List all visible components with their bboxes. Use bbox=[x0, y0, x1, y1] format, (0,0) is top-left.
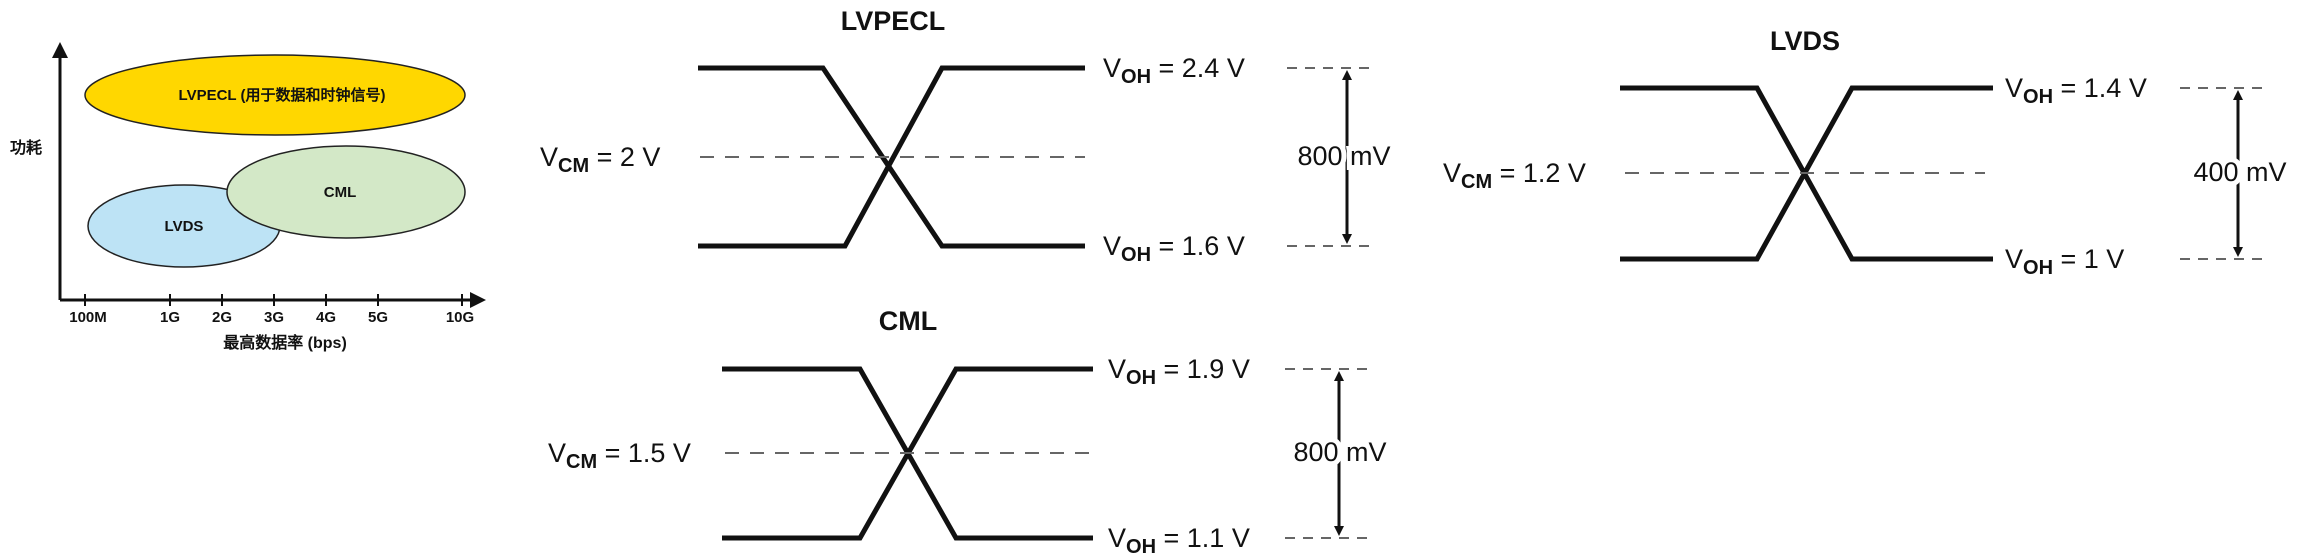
lvpecl-waveform-b bbox=[698, 65, 1085, 249]
tick-label: 5G bbox=[368, 309, 388, 326]
cml-title: CML bbox=[879, 306, 937, 336]
tick-label: 10G bbox=[446, 309, 474, 326]
x-ticks: 100M 1G 2G 3G 4G 5G 10G bbox=[69, 294, 474, 326]
cml-voh-low-label: VOH = 1.1 V bbox=[1108, 523, 1250, 558]
lvpecl-swing-label: 800 mV bbox=[1297, 141, 1390, 171]
lvpecl-title: LVPECL bbox=[841, 6, 946, 36]
tick-label: 1G bbox=[160, 309, 180, 326]
lvds-title: LVDS bbox=[1770, 26, 1840, 56]
lvds-vcm-label: VCM = 1.2 V bbox=[1443, 158, 1586, 193]
tick-label: 4G bbox=[316, 309, 336, 326]
lvpecl-voh-high-label: VOH = 2.4 V bbox=[1103, 53, 1245, 88]
bubble-chart: 功耗 100M 1G 2G 3G 4G 5G 10G 最高数据率 (bps) L… bbox=[10, 42, 486, 352]
cml-vcm-label: VCM = 1.5 V bbox=[548, 438, 691, 473]
cml-bubble-label: CML bbox=[324, 184, 357, 201]
cml-bubble bbox=[226, 145, 466, 239]
tick-label: 2G bbox=[212, 309, 232, 326]
lvds-diagram: LVDS 400 mV VCM = 1.2 V VOH = 1.4 V VOH … bbox=[1443, 26, 2292, 279]
lvpecl-vcm-label: VCM = 2 V bbox=[540, 142, 660, 177]
cml-swing-label: 800 mV bbox=[1293, 437, 1386, 467]
lvpecl-bubble-label: LVPECL (用于数据和时钟信号) bbox=[179, 86, 386, 104]
cml-voh-high-label: VOH = 1.9 V bbox=[1108, 354, 1250, 389]
tick-label: 3G bbox=[264, 309, 284, 326]
lvds-voh-low-label: VOH = 1 V bbox=[2005, 244, 2124, 279]
x-axis-label: 最高数据率 (bps) bbox=[223, 333, 347, 352]
tick-label: 100M bbox=[69, 309, 107, 326]
x-axis-arrow-icon bbox=[470, 292, 486, 308]
lvds-bubble-label: LVDS bbox=[165, 218, 204, 235]
y-axis-label: 功耗 bbox=[10, 138, 42, 157]
cml-diagram: CML 800 mV VCM = 1.5 V VOH = 1.9 V VOH =… bbox=[548, 306, 1392, 558]
lvds-swing-label: 400 mV bbox=[2193, 157, 2286, 187]
y-axis-arrow-icon bbox=[52, 42, 68, 58]
lvpecl-bubble bbox=[84, 54, 466, 136]
lvpecl-voh-low-label: VOH = 1.6 V bbox=[1103, 231, 1245, 266]
lvds-voh-high-label: VOH = 1.4 V bbox=[2005, 73, 2147, 108]
lvpecl-diagram: LVPECL 800 mV VCM = 2 V VOH = 2.4 V VOH … bbox=[540, 6, 1396, 266]
